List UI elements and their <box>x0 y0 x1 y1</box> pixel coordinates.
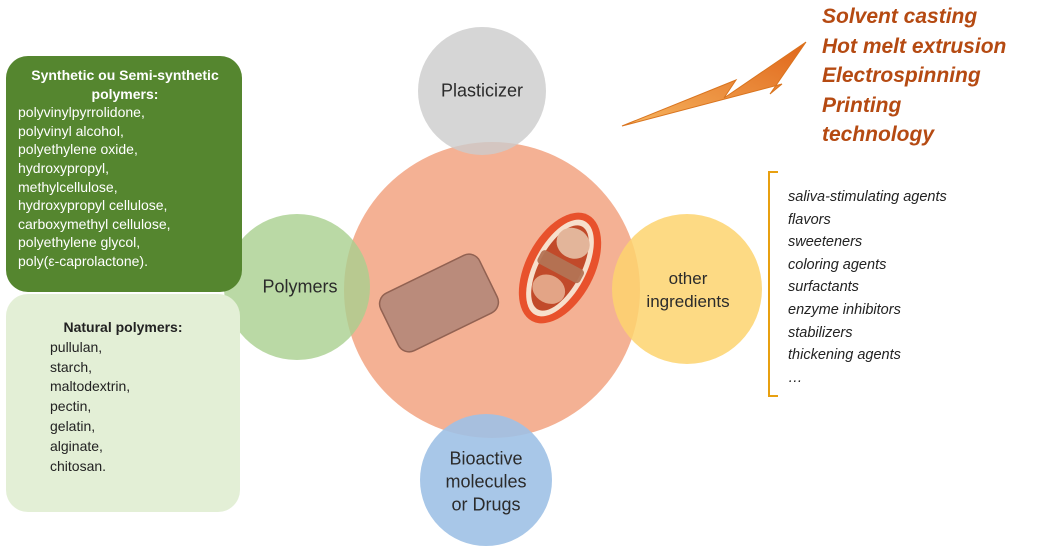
other-ingredients-circle <box>612 214 762 364</box>
list-item: thickening agents <box>788 347 901 364</box>
list-item: polyvinyl alcohol, <box>18 122 124 139</box>
manufacturing-methods: Solvent casting Hot melt extrusion Elect… <box>822 2 1006 150</box>
bioactive-label: Bioactive molecules or Drugs <box>445 448 526 517</box>
list-item: chitosan. <box>50 457 107 474</box>
natural-polymers-list: pullulan, starch, maltodextrin, pectin, … <box>50 338 230 477</box>
other-ingredients-label-line: other <box>668 269 708 288</box>
bioactive-label-line: molecules <box>445 471 527 492</box>
list-item: hydroxypropyl cellulose, <box>18 197 168 214</box>
natural-polymers-box: Natural polymers: pullulan, starch, malt… <box>6 294 240 512</box>
lightning-arrow-icon <box>621 41 807 127</box>
synthetic-polymers-box: Synthetic ou Semi-synthetic polymers: po… <box>6 56 242 292</box>
list-item: surfactants <box>788 279 859 296</box>
list-item: maltodextrin, <box>50 378 131 395</box>
list-item: saliva-stimulating agents <box>788 189 947 205</box>
other-ingredients-list: saliva-stimulating agents flavors sweete… <box>788 186 947 389</box>
list-item: alginate, <box>50 437 103 454</box>
method-item: Printing <box>822 93 902 117</box>
film-strip-icon <box>378 253 500 353</box>
bioactive-circle <box>420 414 552 546</box>
synthetic-polymers-title: Synthetic ou Semi-synthetic polymers: <box>31 67 219 102</box>
list-item: pectin, <box>50 398 92 415</box>
other-ingredients-label: other ingredients <box>646 267 729 313</box>
list-item: poly(ε-caprolactone). <box>18 252 148 269</box>
polymers-label: Polymers <box>262 276 338 297</box>
list-item: stabilizers <box>788 324 853 341</box>
bioactive-label-line: or Drugs <box>451 494 521 515</box>
method-item: technology <box>822 123 935 146</box>
list-item: pullulan, <box>50 338 103 355</box>
list-item: polyvinylpyrrolidone, <box>18 104 145 121</box>
mouth-icon <box>518 212 602 324</box>
list-item: methylcellulose, <box>18 178 118 195</box>
list-item: sweeteners <box>788 234 863 251</box>
method-item: Solvent casting <box>822 5 978 28</box>
method-item: Electrospinning <box>822 64 981 87</box>
other-ingredients-label-line: ingredients <box>646 292 730 311</box>
polymers-circle <box>224 214 370 360</box>
natural-polymers-title: Natural polymers: <box>63 319 183 335</box>
list-item: flavors <box>788 211 831 228</box>
synthetic-polymers-list: polyvinylpyrrolidone, polyvinyl alcohol,… <box>18 103 232 270</box>
method-item: Hot melt extrusion <box>822 34 1007 58</box>
plasticizer-circle <box>418 27 546 155</box>
list-item: coloring agents <box>788 256 887 273</box>
list-item: enzyme inhibitors <box>788 301 901 318</box>
bioactive-label-line: Bioactive <box>449 448 523 469</box>
list-item: polyethylene glycol, <box>18 234 141 251</box>
ingredients-bracket <box>768 171 778 397</box>
list-item: polyethylene oxide, <box>18 141 138 158</box>
list-item: gelatin, <box>50 417 96 434</box>
list-item: hydroxypropyl, <box>18 159 110 176</box>
list-item: … <box>788 369 803 386</box>
list-item: starch, <box>50 358 93 375</box>
list-item: carboxymethyl cellulose, <box>18 215 171 232</box>
plasticizer-label: Plasticizer <box>440 80 524 101</box>
